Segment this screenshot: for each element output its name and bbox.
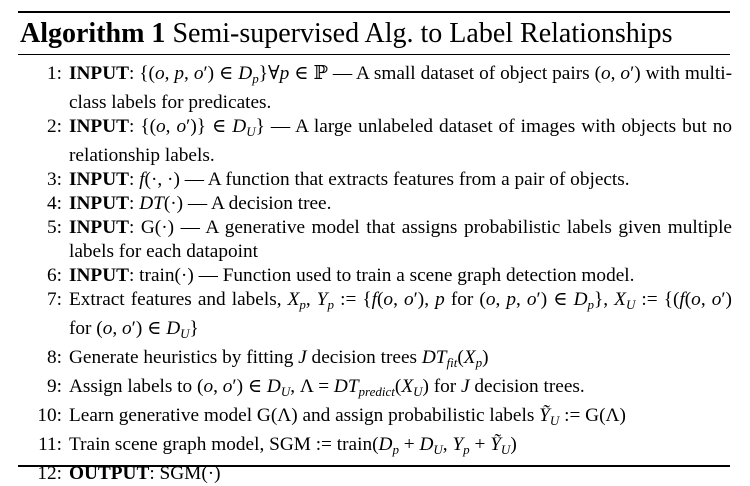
algorithm-body: 1: INPUT: {(o, p, o′) ∈ Dp}∀p ∈ ℙ — A sm… [20, 62, 732, 486]
algorithm-line: 11: Train scene graph model, SGM := trai… [20, 433, 732, 462]
line-number: 2: [47, 116, 62, 137]
top-rule [18, 11, 730, 13]
line-number: 7: [47, 289, 62, 310]
line-text: INPUT: DT(·) — A decision tree. [69, 193, 332, 214]
title-rule [18, 54, 730, 55]
algorithm-title: Algorithm 1 Semi-supervised Alg. to Labe… [20, 16, 730, 52]
line-text: Learn generative model G(Λ) and assign p… [69, 405, 626, 428]
line-keyword: INPUT [69, 193, 129, 214]
bottom-rule [18, 465, 730, 467]
line-number: 4: [47, 193, 62, 214]
algorithm-line: 7: Extract features and labels, Xp, Yp :… [20, 288, 732, 346]
line-text: OUTPUT: SGM(·) [69, 463, 221, 484]
algorithm-line: 1: INPUT: {(o, p, o′) ∈ Dp}∀p ∈ ℙ — A sm… [20, 62, 732, 115]
line-text: INPUT: {(o, p, o′) ∈ Dp}∀p ∈ ℙ — A small… [69, 63, 733, 113]
line-number: 9: [47, 376, 62, 397]
line-keyword: INPUT [69, 169, 129, 190]
line-number: 1: [47, 63, 62, 84]
algorithm-line: 2: INPUT: {(o, o′)} ∈ DU} — A large unla… [20, 115, 732, 168]
line-keyword: INPUT [69, 116, 129, 137]
line-keyword: INPUT [69, 265, 129, 286]
algorithm-line: 12: OUTPUT: SGM(·) [20, 462, 732, 486]
line-text: Extract features and labels, Xp, Yp := {… [69, 289, 732, 341]
line-text: INPUT: f(·, ·) — A function that extract… [69, 169, 630, 190]
algorithm-line: 3: INPUT: f(·, ·) — A function that extr… [20, 168, 732, 192]
line-keyword: INPUT [69, 217, 129, 238]
line-text: Generate heuristics by fitting J decisio… [69, 347, 489, 370]
line-text: Train scene graph model, SGM := train(Dp… [69, 434, 517, 457]
algorithm-line: 8: Generate heuristics by fitting J deci… [20, 346, 732, 375]
line-keyword: INPUT [69, 63, 129, 84]
algorithm-line: 5: INPUT: G(·) — A generative model that… [20, 216, 732, 264]
line-text: INPUT: train(·) — Function used to train… [69, 265, 635, 286]
line-number: 5: [47, 217, 62, 238]
line-number: 8: [47, 347, 62, 368]
algorithm-line: 10: Learn generative model G(Λ) and assi… [20, 404, 732, 433]
line-number: 6: [47, 265, 62, 286]
algorithm-line: 9: Assign labels to (o, o′) ∈ DU, Λ = DT… [20, 375, 732, 404]
line-text: INPUT: {(o, o′)} ∈ DU} — A large unlabel… [69, 116, 733, 166]
line-number: 10: [37, 405, 62, 426]
line-text: Assign labels to (o, o′) ∈ DU, Λ = DTpre… [69, 376, 585, 399]
line-keyword: OUTPUT [69, 463, 150, 484]
line-number: 11: [38, 434, 62, 455]
line-number: 3: [47, 169, 62, 190]
line-text: INPUT: G(·) — A generative model that as… [69, 217, 732, 262]
algorithm-caption: Semi-supervised Alg. to Label Relationsh… [172, 18, 673, 49]
algorithm-line: 6: INPUT: train(·) — Function used to tr… [20, 264, 732, 288]
line-number: 12: [37, 463, 62, 484]
algorithm-label: Algorithm 1 [20, 18, 166, 49]
algorithm-line: 4: INPUT: DT(·) — A decision tree. [20, 192, 732, 216]
